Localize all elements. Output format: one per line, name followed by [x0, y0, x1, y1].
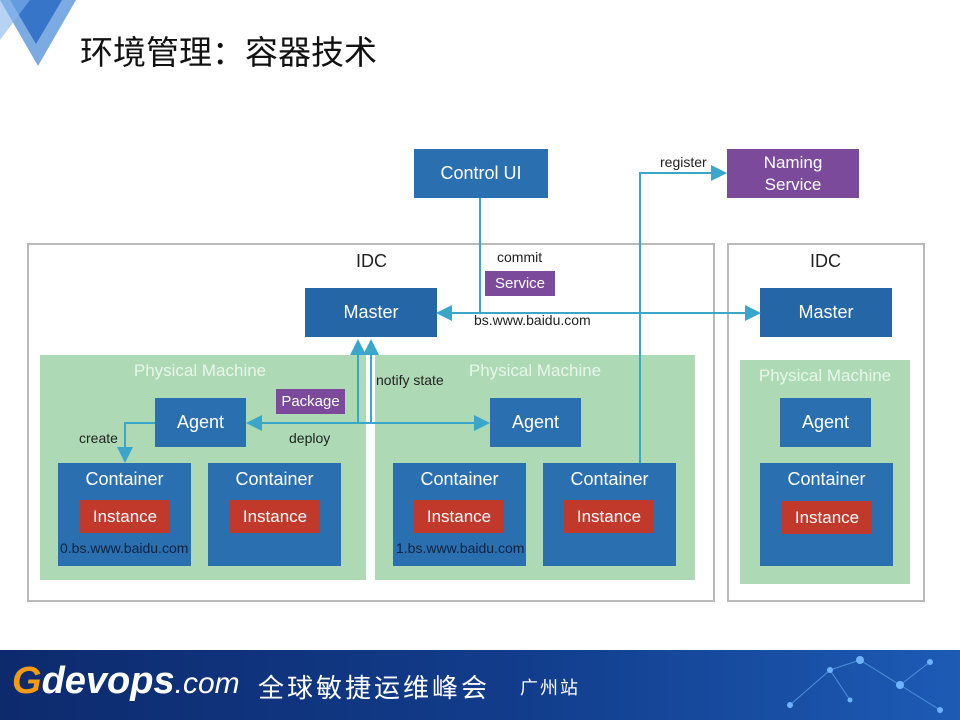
master-right-box: Master [760, 288, 892, 337]
idc-left-label: IDC [356, 251, 387, 271]
container-1b-label: Container [235, 469, 314, 489]
agent-3-box: Agent [780, 398, 871, 447]
instance-1a: Instance [80, 500, 170, 533]
container-2a-label: Container [420, 469, 499, 489]
connector-arrows [117, 165, 761, 463]
idc-right-label: IDC [810, 251, 841, 271]
domain-1-label: 1.bs.www.baidu.com [396, 540, 525, 556]
footer-logo: Gdevops.com [12, 660, 240, 703]
footer-city: 广州站 [520, 678, 580, 699]
instance-1b: Instance [230, 500, 320, 533]
footer-logo-devops: devops [41, 660, 175, 702]
instance-2b: Instance [564, 500, 654, 533]
service-badge: Service [485, 271, 555, 296]
physical-machine-3-label: Physical Machine [758, 366, 892, 385]
register-label: register [660, 154, 707, 170]
create-label: create [79, 430, 118, 446]
agent-2-box: Agent [490, 398, 581, 447]
container-3-label: Container [787, 469, 866, 489]
footer-banner [0, 650, 960, 720]
corner-triangle-logo-icon [0, 0, 76, 66]
notify-state-label: notify state [376, 372, 444, 388]
page-title: 环境管理：容器技术 [80, 33, 377, 72]
deploy-label: deploy [289, 430, 331, 446]
instance-3: Instance [782, 501, 872, 534]
idc-right-frame [727, 243, 925, 602]
footer-logo-com: .com [174, 667, 240, 700]
physical-machine-2-label: Physical Machine [468, 361, 602, 380]
idc-left-frame [27, 243, 715, 602]
footer-slogan: 全球敏捷运维峰会 [258, 674, 491, 704]
container-2b-label: Container [570, 469, 649, 489]
footer-logo-g: G [12, 660, 42, 702]
agent-1-box: Agent [155, 398, 246, 447]
commit-label: commit [497, 249, 543, 265]
domain-0-label: 0.bs.www.baidu.com [60, 540, 189, 556]
instance-2a: Instance [414, 500, 504, 533]
naming-service-box: Naming Service [727, 149, 859, 198]
control-ui-box: Control UI [414, 149, 548, 198]
physical-machine-1-label: Physical Machine [133, 361, 267, 380]
container-1a-label: Container [85, 469, 164, 489]
network-dots-decoration-icon [787, 656, 943, 713]
package-badge: Package [276, 389, 345, 414]
master-left-box: Master [305, 288, 437, 337]
